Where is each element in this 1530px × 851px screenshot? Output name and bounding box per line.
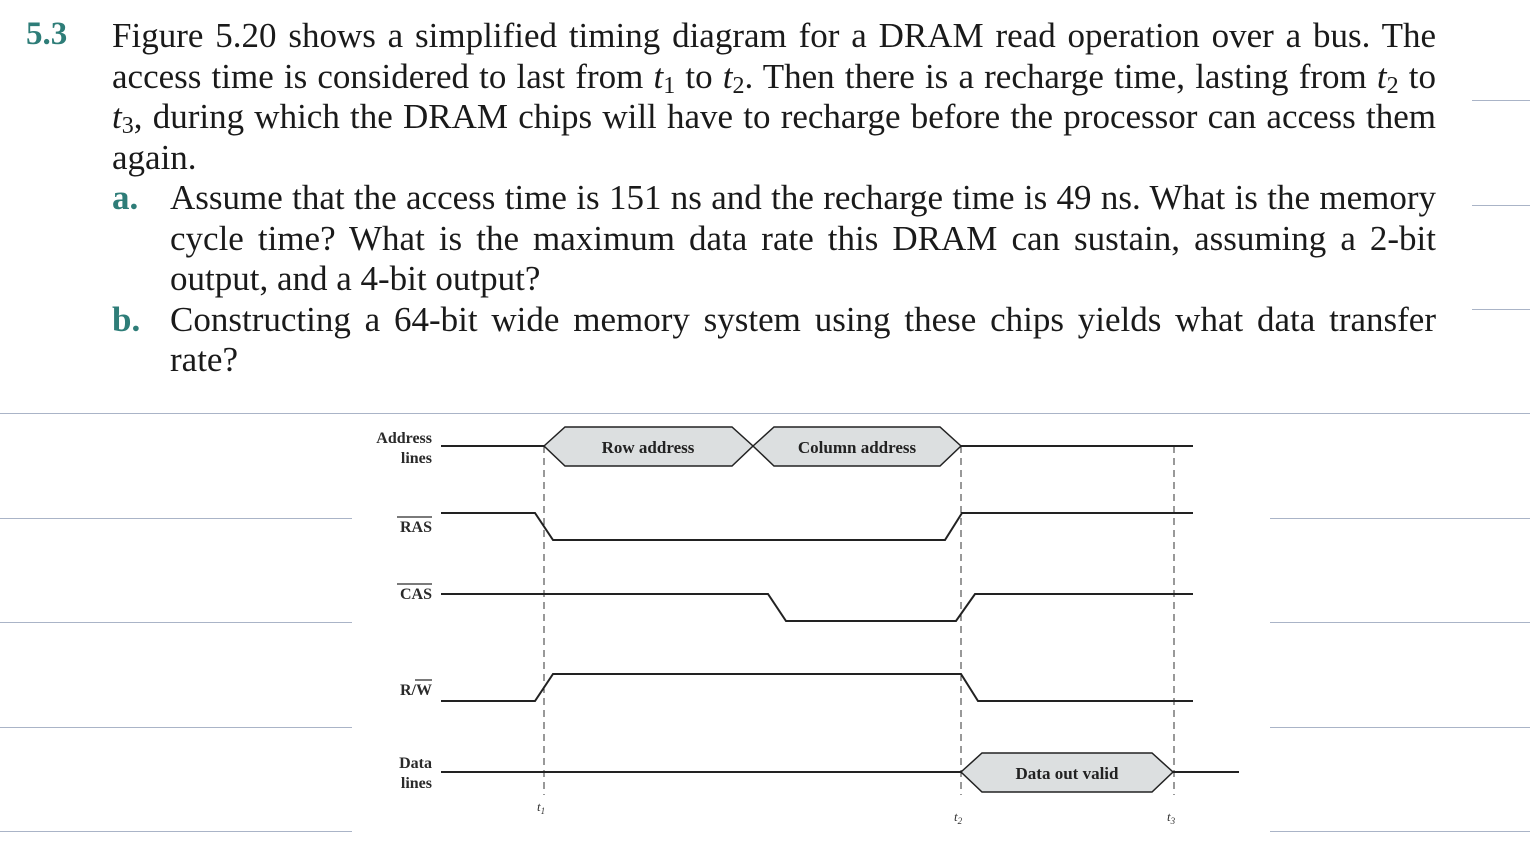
address-lines-label: Address [376,430,432,447]
ruled-line [1472,205,1530,206]
ruled-line [1472,100,1530,101]
ruled-line [0,831,352,832]
ruled-line [1472,309,1530,310]
column-address-label: Column address [798,438,917,457]
cas-label: CAS [400,586,432,603]
data-lines-label: Data [399,755,432,772]
ruled-line [0,727,352,728]
t2-label: t2 [954,809,963,826]
question-a-label: a. [112,178,139,217]
ruled-line [0,413,1530,414]
ruled-line [1270,622,1530,623]
question-b-text: Constructing a 64-bit wide memory system… [170,299,1436,380]
ruled-line [0,518,352,519]
question-a-text: Assume that the access time is 151 ns an… [170,178,1436,298]
address-lines-label-2: lines [401,450,432,467]
problem-intro: Figure 5.20 shows a simplified timing di… [112,16,1437,177]
t3-label: t3 [1167,809,1176,826]
ras-label: RAS [400,519,432,536]
ruled-line [1270,518,1530,519]
row-address-label: Row address [602,438,695,457]
problem-number: 5.3 [26,16,68,52]
ruled-line [0,622,352,623]
rw-waveform [441,673,1193,702]
data-lines-label-2: lines [401,775,432,792]
question-b: b. Constructing a 64-bit wide memory sys… [112,300,1436,381]
t1-label: t1 [537,799,545,816]
ruled-line [1270,727,1530,728]
ruled-line [1270,831,1530,832]
data-out-valid-label: Data out valid [1016,764,1120,783]
question-b-label: b. [112,299,141,339]
cas-waveform [441,593,1193,622]
problem-statement: Figure 5.20 shows a simplified timing di… [112,16,1436,381]
ras-waveform [441,512,1193,541]
rw-label: R/W [400,682,432,699]
question-a: a. Assume that the access time is 151 ns… [112,178,1436,300]
